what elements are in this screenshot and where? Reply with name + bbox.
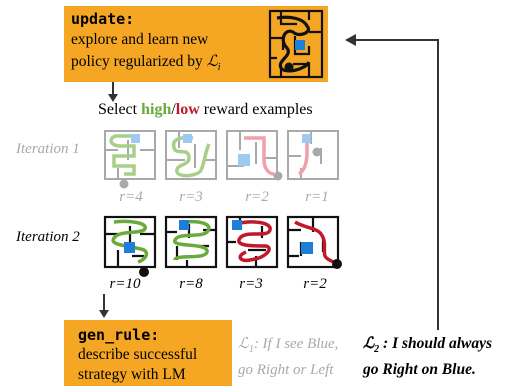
iteration1-reward-2: r=3 xyxy=(179,189,203,205)
iteration1-maze-2-goal xyxy=(183,134,192,143)
rule-l2-line2: go Right on Blue. xyxy=(363,361,476,379)
select-low: low xyxy=(175,101,200,118)
select-reward-text: Select high/low reward examples xyxy=(98,101,313,119)
gen-rule-line2: strategy with LM xyxy=(78,366,186,383)
rule-l1-line1: : If I see Blue, xyxy=(253,336,339,352)
iteration1-maze-1-agent xyxy=(119,179,129,189)
iteration1-reward-4: r=1 xyxy=(305,189,329,205)
rule-l2-line1: : I should always xyxy=(379,335,493,352)
select-slash: / xyxy=(171,101,176,118)
gen-rule-line1: describe successful xyxy=(78,346,198,363)
iteration1-maze-1-goal xyxy=(131,134,140,143)
iteration1-label: Iteration 1 xyxy=(16,141,80,157)
update-line2-text: policy regularized by xyxy=(71,53,207,70)
iteration1-maze-3-agent xyxy=(273,171,283,181)
select-post: reward examples xyxy=(199,101,313,118)
update-maze-agent xyxy=(284,62,294,72)
iteration2-reward-1: r=10 xyxy=(109,276,141,292)
update-line2: policy regularized by ℒi xyxy=(71,52,221,73)
iteration2-maze-4 xyxy=(286,215,342,269)
iteration2-reward-4: r=2 xyxy=(303,276,327,292)
iteration1-maze-4-agent xyxy=(312,147,322,157)
rule-l2: ℒ2 : I should always go Right on Blue. xyxy=(363,334,492,380)
iteration1-maze-1 xyxy=(104,130,156,189)
rule-l1-sub: 1 xyxy=(248,344,254,355)
update-maze-thumbnail xyxy=(268,9,324,79)
iteration2-maze-3 xyxy=(225,215,279,269)
iteration2-maze-4-goal xyxy=(301,242,313,254)
iteration2-reward-2: r=8 xyxy=(179,276,203,292)
iteration1-maze-3-goal xyxy=(238,154,250,166)
rule-l1-math: ℒ xyxy=(238,336,249,352)
select-high: high xyxy=(141,101,172,118)
iteration1-maze-3 xyxy=(226,130,283,181)
select-pre: Select xyxy=(98,101,142,118)
update-math-sub: i xyxy=(217,62,221,74)
iteration2-maze-1-goal xyxy=(124,242,135,253)
iteration2-maze-1-agent xyxy=(139,267,149,277)
gen-rule-box: gen_rule: describe successful strategy w… xyxy=(64,320,232,386)
update-box: update: explore and learn new policy reg… xyxy=(64,6,328,82)
iteration2-maze-1 xyxy=(103,215,157,277)
iteration2-reward-3: r=3 xyxy=(239,276,263,292)
iteration2-maze-4-agent xyxy=(332,259,342,269)
iteration1-reward-3: r=2 xyxy=(245,189,269,205)
iteration2-maze-2-goal xyxy=(179,220,189,230)
iteration1-reward-1: r=4 xyxy=(119,189,143,205)
update-math-l: ℒ xyxy=(206,53,218,70)
update-maze-goal xyxy=(295,40,305,50)
update-title: update: xyxy=(71,10,135,28)
iteration2-maze-2 xyxy=(164,215,218,269)
rule-l1-line2: go Right or Left xyxy=(238,362,334,378)
update-line1: explore and learn new xyxy=(71,31,209,48)
iteration2-maze-3-goal xyxy=(232,220,242,230)
iteration1-maze-4-goal xyxy=(302,134,311,143)
gen-rule-title: gen_rule: xyxy=(78,326,160,344)
iteration1-maze-2 xyxy=(165,130,217,180)
rule-l2-math: ℒ xyxy=(363,335,375,352)
rule-l2-sub: 2 xyxy=(374,344,380,356)
iteration2-label: Iteration 2 xyxy=(16,229,80,245)
rule-l1: ℒ1: If I see Blue, go Right or Left xyxy=(238,334,338,380)
iteration1-maze-4 xyxy=(287,130,339,180)
